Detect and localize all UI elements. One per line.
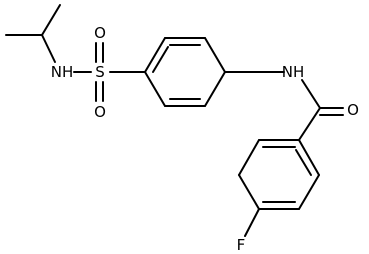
ring1-inner-left	[152, 46, 169, 73]
atom-label-nh-amide: NH	[282, 63, 305, 81]
bond-ch3-b	[41, 4, 61, 36]
atom-label-nh-sulfonamide: NH	[51, 63, 74, 81]
ring2-inner-right	[295, 149, 312, 176]
atom-label-s: S	[95, 63, 105, 81]
atom-label-f: F	[237, 236, 246, 254]
bond-nh-c	[301, 79, 321, 109]
ring1-bond-6	[144, 71, 166, 107]
amide-bonds	[224, 71, 344, 141]
ring1-bond-3	[204, 37, 226, 73]
sulfonamide-bonds	[73, 42, 146, 102]
ring2-bond-5	[298, 174, 320, 210]
atom-label-o-top: O	[94, 24, 106, 42]
ring1-bond-4	[204, 71, 226, 107]
isopropyl-bonds	[5, 4, 61, 63]
fluorobenzene-ring	[238, 139, 320, 237]
bond-ring-f	[244, 208, 260, 237]
ring2-bond-6	[298, 139, 320, 176]
central-ring	[144, 37, 226, 107]
bond-ch-n	[41, 34, 56, 63]
ring2-bond-2	[238, 139, 260, 176]
bond-c-ring	[298, 107, 321, 141]
atom-label-o-carbonyl: O	[347, 101, 359, 119]
ring1-bond-1	[144, 37, 166, 73]
atom-label-o-bottom: O	[94, 103, 106, 121]
ring2-bond-3	[238, 174, 260, 210]
